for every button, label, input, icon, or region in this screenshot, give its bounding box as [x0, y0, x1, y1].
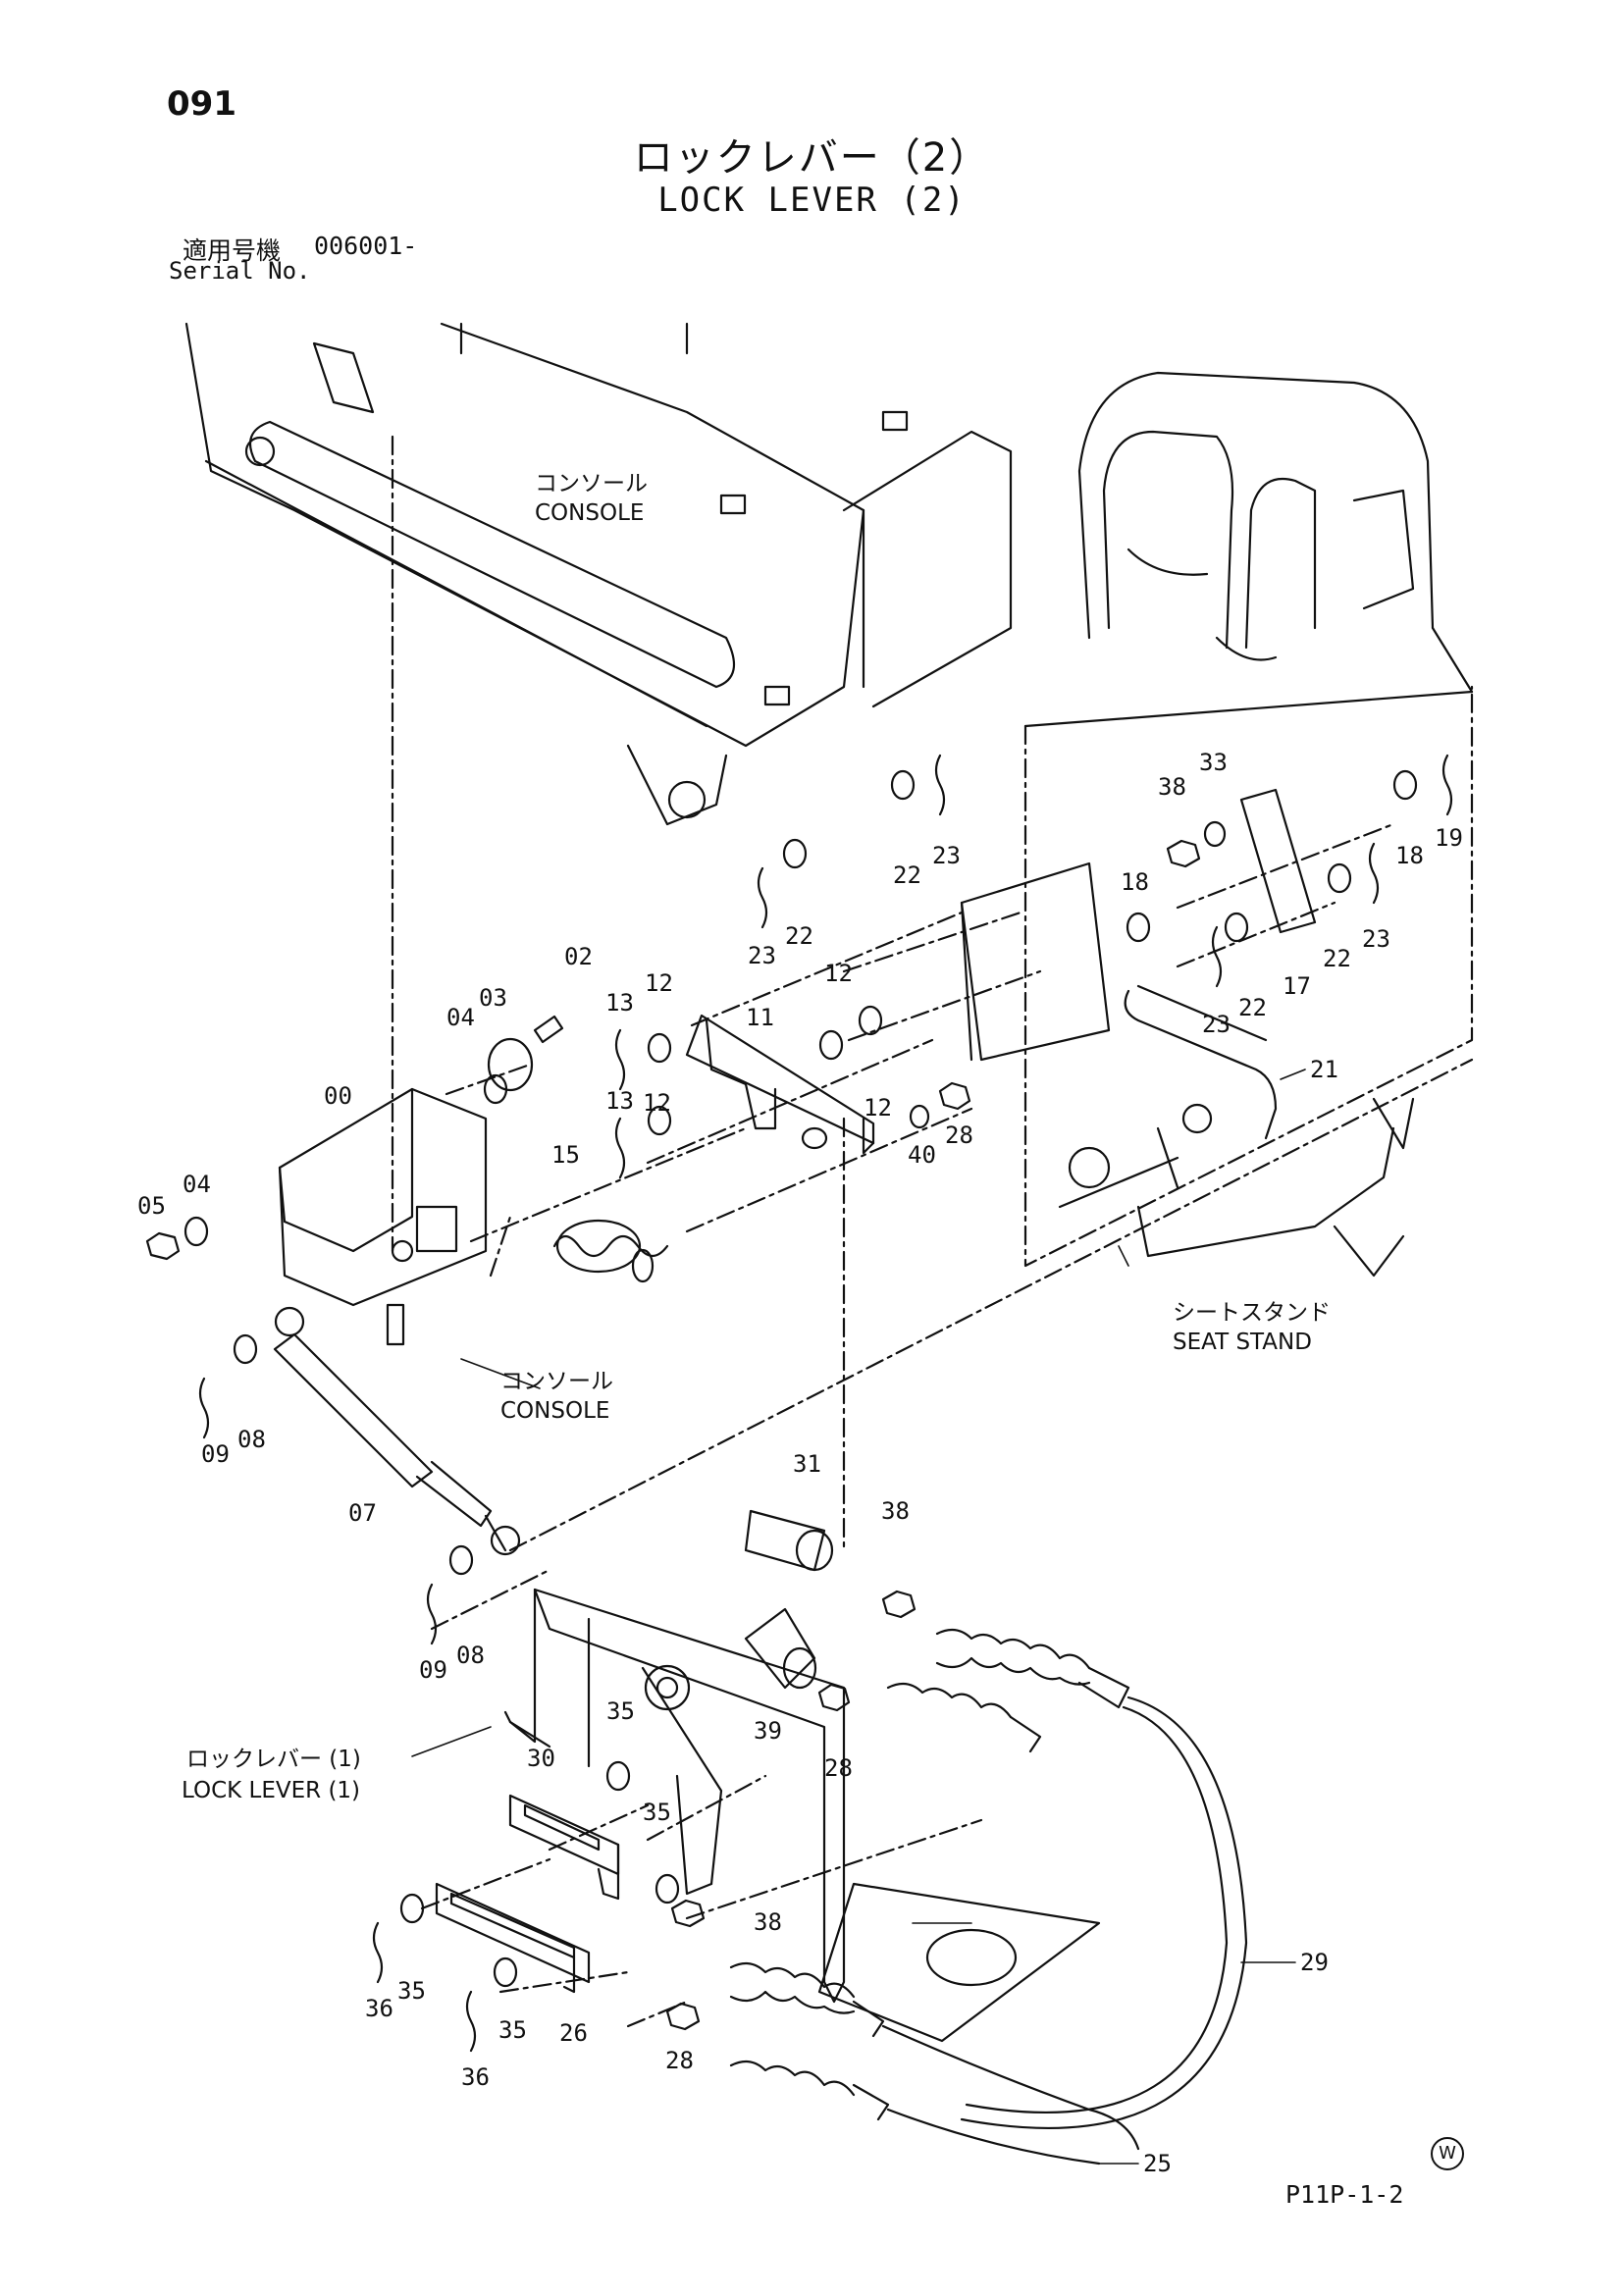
part-number-08: 08 [456, 1642, 485, 1669]
seat-stand [960, 685, 1474, 1278]
console-bottom-label-jp: コンソール [500, 1369, 613, 1394]
figure-code: P11P-1-2 [1285, 2180, 1404, 2209]
part-number-33: 33 [1199, 749, 1228, 776]
part-number-18: 18 [1395, 842, 1424, 869]
part-number-22: 22 [1238, 994, 1267, 1021]
seat-stand-label-jp: シートスタンド [1173, 1300, 1331, 1326]
part-number-21: 21 [1310, 1056, 1338, 1083]
part-number-35: 35 [606, 1697, 635, 1725]
part-number-12: 12 [645, 969, 673, 997]
part-number-17: 17 [1283, 972, 1311, 1000]
console-frame [184, 322, 1013, 826]
part-number-23: 23 [1362, 925, 1390, 953]
part-number-40: 40 [908, 1141, 936, 1169]
part-15-spring [552, 1219, 669, 1283]
part-number-03: 03 [479, 984, 507, 1012]
part-number-36: 36 [365, 1995, 393, 2022]
part-number-28: 28 [665, 2047, 694, 2074]
part-number-35: 35 [498, 2016, 527, 2044]
part-number-13: 13 [605, 989, 634, 1017]
part-number-28: 28 [824, 1754, 853, 1782]
part-number-07: 07 [348, 1499, 377, 1527]
part-number-04: 04 [183, 1171, 211, 1198]
console-top-label-en: CONSOLE [535, 500, 644, 526]
serial-value: 006001- [314, 232, 418, 260]
part-number-35: 35 [397, 1977, 426, 2005]
part-number-09: 09 [419, 1656, 447, 1684]
cab [1077, 371, 1474, 694]
cable-29 [886, 1628, 1248, 2130]
label-leaders [411, 1069, 1306, 2165]
part-number-38: 38 [754, 1908, 782, 1936]
lock-lever-1-frame [503, 1588, 1101, 2043]
part-number-39: 39 [754, 1717, 782, 1745]
part-number-30: 30 [527, 1745, 555, 1772]
part-number-12: 12 [824, 960, 853, 987]
part-07-gas-spring [273, 1306, 521, 1556]
lock-lever-1-label-en: LOCK LEVER (1) [182, 1778, 360, 1803]
leader-lines [391, 435, 1474, 2028]
seat-stand-label-en: SEAT STAND [1173, 1330, 1312, 1355]
lock-lever-1-label-jp: ロックレバー (1) [186, 1747, 361, 1772]
part-number-23: 23 [748, 942, 776, 969]
part-11-lever [685, 1014, 875, 1155]
cable-25 [729, 1961, 1140, 2166]
part-number-00: 00 [324, 1082, 352, 1110]
part-number-23: 23 [1202, 1011, 1231, 1038]
part-number-11: 11 [746, 1004, 774, 1031]
part-number-35: 35 [643, 1799, 671, 1826]
part-number-31: 31 [793, 1450, 821, 1478]
rod-ends [744, 1509, 834, 1690]
part-number-09: 09 [201, 1440, 230, 1468]
watermark-w-circle: W [1431, 2137, 1464, 2170]
part-number-23: 23 [932, 842, 961, 869]
part-number-22: 22 [1323, 945, 1351, 972]
console-bottom-label-en: CONSOLE [500, 1398, 609, 1424]
part-number-02: 02 [564, 943, 593, 970]
part-number-12: 12 [643, 1089, 671, 1117]
part-number-29: 29 [1300, 1949, 1329, 1976]
part-number-26: 26 [559, 2019, 588, 2047]
part-number-22: 22 [785, 922, 813, 950]
serial-label-en: Serial No. [169, 257, 311, 285]
part-number-04: 04 [446, 1004, 475, 1031]
part-number-22: 22 [893, 861, 921, 889]
part-30-bracket [508, 1794, 620, 1901]
part-number-12: 12 [864, 1094, 892, 1122]
washers-and-nuts [145, 769, 1418, 2031]
part-number-13: 13 [605, 1087, 634, 1115]
part-number-28: 28 [945, 1122, 973, 1149]
part-26-bracket [435, 1882, 591, 1994]
part-number-05: 05 [137, 1192, 166, 1220]
part-number-25: 25 [1143, 2150, 1172, 2177]
page-title-jp: ロックレバー（2） [633, 135, 991, 181]
page-number: 091 [167, 84, 236, 124]
part-00-bracket [278, 1087, 488, 1307]
part-number-19: 19 [1435, 824, 1463, 852]
console-top-label-jp: コンソール [535, 471, 648, 496]
part-number-36: 36 [461, 2063, 490, 2091]
part-number-08: 08 [237, 1426, 266, 1453]
part-number-15: 15 [551, 1141, 580, 1169]
part-number-18: 18 [1121, 868, 1149, 896]
page-title-en: LOCK LEVER (2) [657, 181, 967, 220]
part-number-38: 38 [881, 1497, 910, 1525]
serial-label-jp: 適用号機 [183, 236, 282, 265]
cotter-pins [198, 754, 1453, 2053]
part-number-38: 38 [1158, 773, 1186, 801]
